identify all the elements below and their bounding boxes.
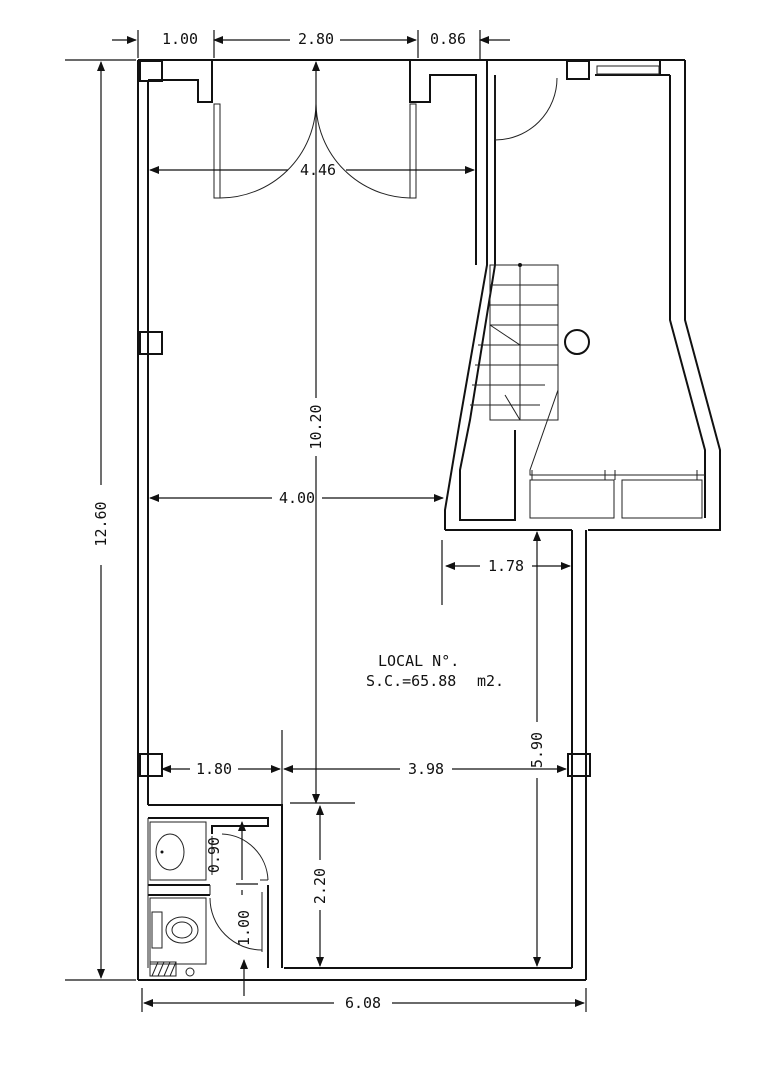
room-label: LOCAL N°. S.C.=65.88 m2. [366, 652, 504, 690]
wc-fixtures [149, 821, 207, 977]
dim-wc-inner: 1.00 [235, 910, 253, 946]
dim-depth-main: 10.20 [307, 404, 325, 449]
dim-stair-offset: 1.78 [488, 557, 524, 575]
room-area-unit: m2. [477, 672, 504, 690]
dim-top-left: 1.00 [162, 30, 198, 48]
room-name: LOCAL N°. [378, 652, 459, 670]
dim-right-depth: 5.90 [528, 732, 546, 768]
dim-width-mid: 4.00 [279, 489, 315, 507]
dim-top-middle: 2.80 [298, 30, 334, 48]
dimension-lines [65, 30, 587, 1012]
dim-top-right: 0.86 [430, 30, 466, 48]
staircase [470, 263, 705, 476]
columns [139, 60, 591, 777]
dimension-labels: 1.00 2.80 0.86 4.46 10.20 4.00 1.78 12.6… [92, 30, 546, 1012]
dim-wc-width: 1.80 [196, 760, 232, 778]
outer-walls [137, 59, 721, 981]
dim-main-width-lower: 3.98 [408, 760, 444, 778]
dim-total-depth: 12.60 [92, 501, 110, 546]
entrance-double-door [213, 103, 417, 199]
dim-wc-depth: 2.20 [311, 868, 329, 904]
dim-total-width: 6.08 [345, 994, 381, 1012]
stair-door [494, 65, 660, 141]
dim-wc-door: 0.90 [205, 837, 223, 873]
wc-doors [209, 833, 269, 952]
dim-width-upper: 4.46 [300, 161, 336, 179]
room-area: S.C.=65.88 [366, 672, 456, 690]
storage-compartments [529, 470, 703, 519]
